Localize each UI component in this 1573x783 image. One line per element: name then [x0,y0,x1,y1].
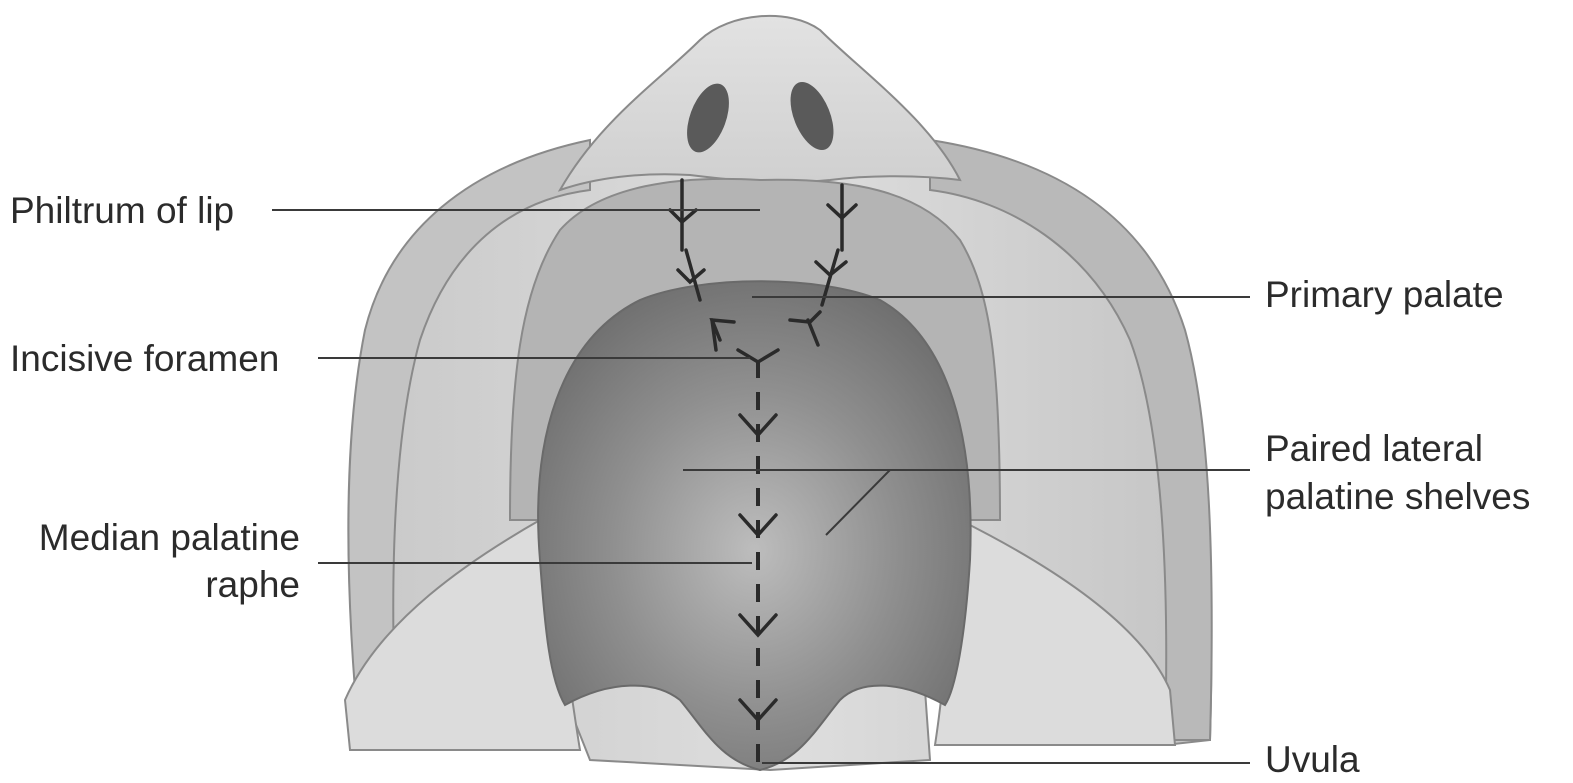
label-median-raphe-line2: raphe [10,562,300,608]
label-paired-shelves-line2: palatine shelves [1265,474,1530,520]
label-philtrum: Philtrum of lip [10,188,234,234]
label-primary-palate: Primary palate [1265,272,1504,318]
nose-region [560,16,960,190]
label-uvula: Uvula [1265,737,1360,783]
label-paired-shelves-line1: Paired lateral [1265,426,1483,472]
label-incisive-foramen: Incisive foramen [10,336,279,382]
label-median-raphe-line1: Median palatine [10,515,300,561]
